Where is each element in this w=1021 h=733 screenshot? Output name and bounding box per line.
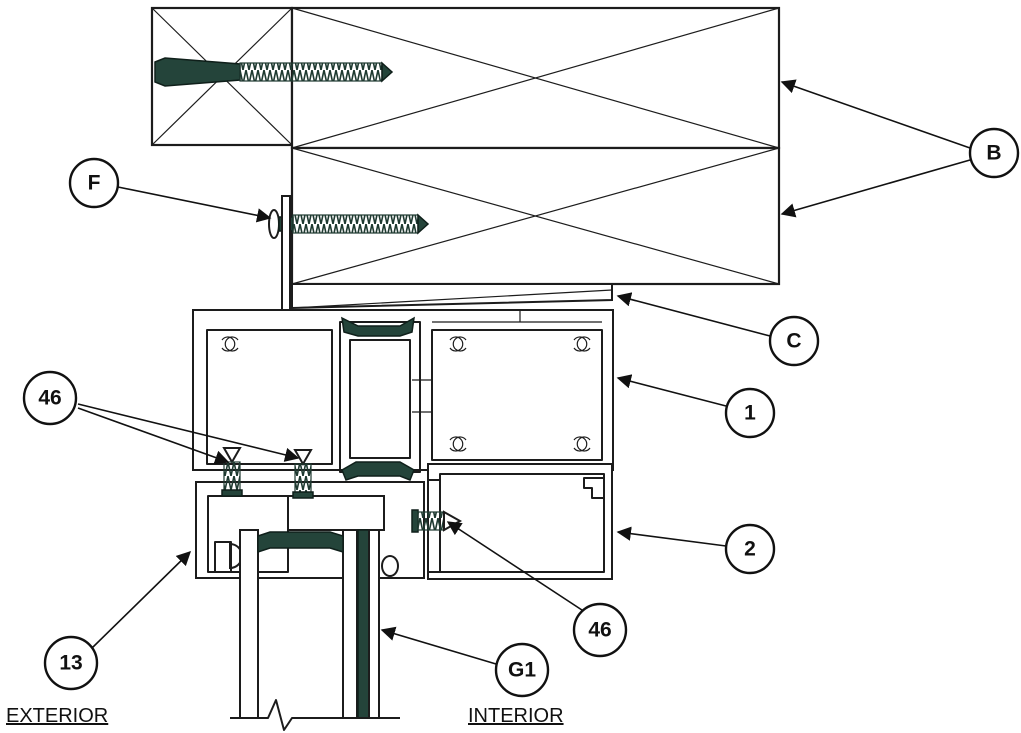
insulated-glass-unit [230, 529, 400, 731]
callout-46-left: 46 [22, 370, 78, 426]
callout-1: 1 [724, 387, 776, 439]
anchor-fin [281, 195, 291, 325]
callout-c-text: C [786, 330, 801, 353]
exterior-label: EXTERIOR [6, 705, 108, 727]
callout-2: 2 [724, 523, 776, 575]
frame-head-extrusion [192, 309, 614, 481]
callout-13: 13 [43, 635, 99, 691]
wood-screw-upper [154, 57, 394, 87]
leader-lines [77, 79, 971, 665]
callout-46-left-text: 46 [38, 387, 61, 410]
callout-f: F [68, 157, 120, 209]
callout-f-text: F [88, 172, 101, 195]
callout-46-right-text: 46 [588, 619, 611, 642]
callout-b: B [968, 127, 1020, 179]
shim-wedge [291, 283, 613, 310]
interior-label: INTERIOR [468, 705, 564, 727]
callout-g1-text: G1 [508, 659, 536, 682]
frame-screw-right [411, 509, 463, 533]
callout-1-text: 1 [744, 402, 756, 425]
callout-c: C [768, 315, 820, 367]
callout-2-text: 2 [744, 538, 756, 561]
callout-46-right: 46 [572, 602, 628, 658]
callout-g1: G1 [494, 642, 550, 698]
wood-blocking [150, 6, 781, 286]
callout-b-text: B [986, 142, 1001, 165]
wood-screw-lower [268, 209, 430, 239]
callout-13-text: 13 [59, 652, 82, 675]
